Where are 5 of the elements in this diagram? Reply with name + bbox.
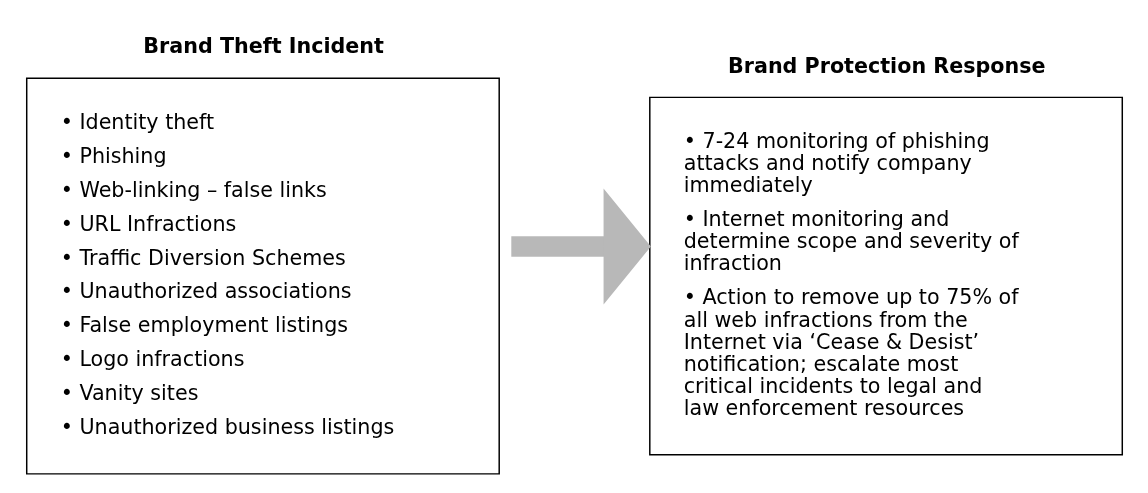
- node-label: Brand Protection Response: [727, 53, 1046, 78]
- node-box: • Identity theft • Phishing • Web-linking – false links • URL Infractions • Traffic Diversion Schemes • Unauthorized associations • False employment listings • Logo infractions • Vanity sites • Unauthorized business listings: [25, 77, 500, 475]
- arrow: [510, 188, 651, 305]
- node-box: • 7-24 monitoring of phishing attacks and notify company immediately • Internet monitoring and determine scope and severity of infraction • Action to remove up to 75% of all web infractions from the Internet via ‘Cease & Desist’ notification; escalate most critical incidents to legal and law enforcement resources: [648, 96, 1123, 456]
- node-label: Brand Theft Incident: [142, 34, 384, 59]
